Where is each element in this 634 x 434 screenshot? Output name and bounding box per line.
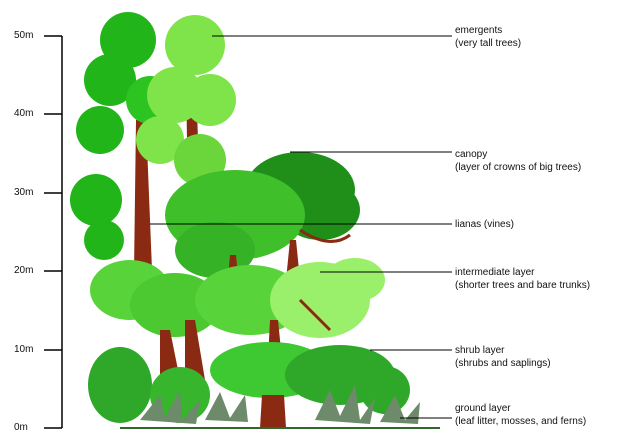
tick-label-0m: 0m (14, 422, 40, 434)
layer-description: (layer of crowns of big trees) (455, 161, 633, 174)
shrub-layer (88, 342, 410, 428)
layer-label-canopy: canopy (layer of crowns of big trees) (455, 148, 633, 174)
tick-label-50m: 50m (14, 30, 40, 42)
layer-label-emergents: emergents (very tall trees) (455, 24, 633, 50)
layer-label-lianas: lianas (vines) (455, 218, 633, 231)
layer-description: (shorter trees and bare trunks) (455, 279, 633, 292)
height-scale-axis (44, 36, 62, 428)
layer-label-shrub: shrub layer (shrubs and saplings) (455, 344, 633, 370)
tick-label-20m: 20m (14, 265, 40, 277)
layer-name: shrub layer (455, 344, 633, 357)
layer-label-ground: ground layer (leaf litter, mosses, and f… (455, 402, 633, 428)
layer-description: (very tall trees) (455, 37, 633, 50)
layer-name: ground layer (455, 402, 633, 415)
tick-label-10m: 10m (14, 344, 40, 356)
tick-label-40m: 40m (14, 108, 40, 120)
layer-description: (leaf litter, mosses, and ferns) (455, 415, 633, 428)
layer-description: (shrubs and saplings) (455, 357, 633, 370)
tick-label-30m: 30m (14, 187, 40, 199)
layer-name: canopy (455, 148, 633, 161)
layer-name: lianas (vines) (455, 218, 633, 231)
layer-name: emergents (455, 24, 633, 37)
layer-name: intermediate layer (455, 266, 633, 279)
layer-label-intermediate: intermediate layer (shorter trees and ba… (455, 266, 633, 292)
